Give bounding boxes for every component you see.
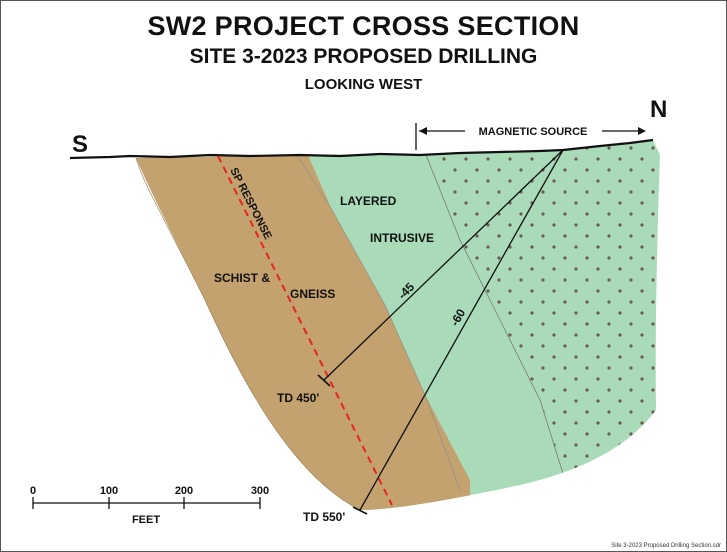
drill-hole-45-terminus — [317, 374, 331, 387]
page-subtitle: SITE 3-2023 PROPOSED DRILLING — [189, 45, 538, 68]
arrowhead-left-icon — [419, 127, 427, 135]
ground-surface-line — [69, 138, 654, 160]
contact-line — [425, 154, 566, 481]
schist-contact-line — [296, 154, 461, 491]
scale-tick-label: 300 — [251, 485, 269, 497]
sp-response-line — [217, 155, 393, 506]
intrusive-label-line1: LAYERED — [340, 194, 397, 208]
drill-hole-45 — [323, 149, 564, 381]
scale-bar: 0 100 200 300 FEET — [30, 485, 269, 526]
view-direction: LOOKING WEST — [304, 76, 423, 93]
drill-hole-60-terminus — [352, 506, 368, 515]
drill-hole-60 — [359, 149, 564, 511]
magnetic-source-label: MAGNETIC SOURCE — [479, 126, 588, 138]
scale-tick-label: 0 — [30, 485, 36, 497]
page-title: SW2 PROJECT CROSS SECTION — [147, 11, 580, 41]
drill-hole-45-td-label: TD 450' — [277, 391, 319, 405]
intrusive-label-line2: INTRUSIVE — [370, 231, 434, 245]
compass-south-label: S — [72, 131, 88, 158]
compass-north-label: N — [650, 96, 667, 123]
magnetic-source-dotted-zone — [426, 140, 660, 480]
scale-tick-label: 200 — [175, 485, 193, 497]
schist-label-line1: SCHIST & — [214, 271, 270, 285]
arrowhead-right-icon — [638, 127, 646, 135]
schist-label-line2: GNEISS — [290, 287, 335, 301]
footer-filename: Site 3-2023 Proposed Drilling Section.cd… — [611, 543, 721, 549]
scale-unit-label: FEET — [132, 514, 160, 526]
section-body — [136, 140, 660, 510]
drill-hole-60-td-label: TD 550' — [303, 510, 345, 524]
section-outline-left — [135, 157, 361, 511]
scale-tick-label: 100 — [100, 485, 118, 497]
